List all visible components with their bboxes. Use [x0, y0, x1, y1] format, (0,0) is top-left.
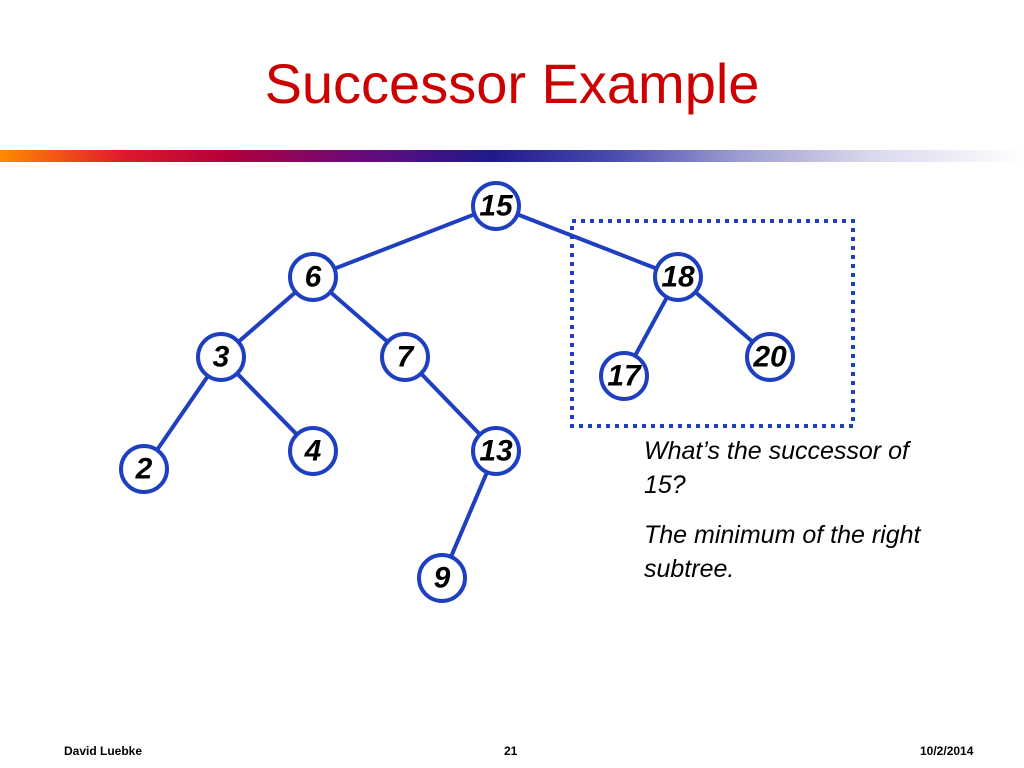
node-label: 17 [607, 360, 642, 393]
edge-15-6 [332, 212, 477, 271]
node-circle [599, 351, 649, 401]
slide-title: Successor Example [264, 52, 760, 115]
node-circle [471, 426, 521, 476]
edge-13-9 [448, 470, 490, 559]
tree-node-6: 6 [288, 252, 338, 302]
node-circle [196, 332, 246, 382]
title-gradient-rule [0, 150, 1024, 162]
node-label: 9 [434, 562, 451, 595]
edge-3-4 [235, 371, 299, 437]
answer-text: The minimum of the right subtree. [644, 521, 921, 583]
tree-node-4: 4 [288, 426, 338, 476]
tree-node-13: 13 [471, 426, 521, 476]
footer-author: David Luebke [64, 744, 143, 758]
node-circle [380, 332, 430, 382]
edge-6-7 [328, 290, 390, 344]
tree-node-17: 17 [599, 351, 649, 401]
node-label: 7 [397, 341, 415, 374]
node-label: 20 [752, 341, 787, 374]
node-label: 4 [304, 435, 322, 468]
node-circle [471, 181, 521, 231]
edge-15-18 [515, 212, 659, 271]
node-label: 18 [661, 261, 695, 294]
tree-node-18: 18 [653, 252, 703, 302]
node-circle [288, 252, 338, 302]
edge-18-17 [633, 295, 669, 358]
node-label: 13 [479, 435, 513, 468]
tree-node-7: 7 [380, 332, 430, 382]
tree-edges [155, 212, 755, 559]
tree-node-20: 20 [745, 332, 795, 382]
tree-node-9: 9 [417, 553, 467, 603]
node-circle [653, 252, 703, 302]
footer-date: 10/2/2014 [920, 744, 974, 758]
tree-node-15: 15 [471, 181, 521, 231]
edge-7-13 [418, 371, 483, 437]
node-circle [119, 444, 169, 494]
footer-page-number: 21 [504, 744, 518, 758]
edge-18-20 [693, 290, 755, 344]
tree-node-2: 2 [119, 444, 169, 494]
node-label: 3 [213, 341, 230, 374]
node-circle [288, 426, 338, 476]
node-label: 6 [305, 261, 322, 294]
node-circle [745, 332, 795, 382]
edge-6-3 [236, 290, 298, 344]
tree-nodes: 15 6 18 3 7 17 20 2 4 13 9 [119, 181, 795, 603]
edge-3-2 [155, 373, 210, 453]
node-label: 2 [135, 453, 153, 486]
node-circle [417, 553, 467, 603]
tree-node-3: 3 [196, 332, 246, 382]
question-text: What’s the successor of 15? [644, 437, 909, 499]
node-label: 15 [479, 190, 514, 223]
